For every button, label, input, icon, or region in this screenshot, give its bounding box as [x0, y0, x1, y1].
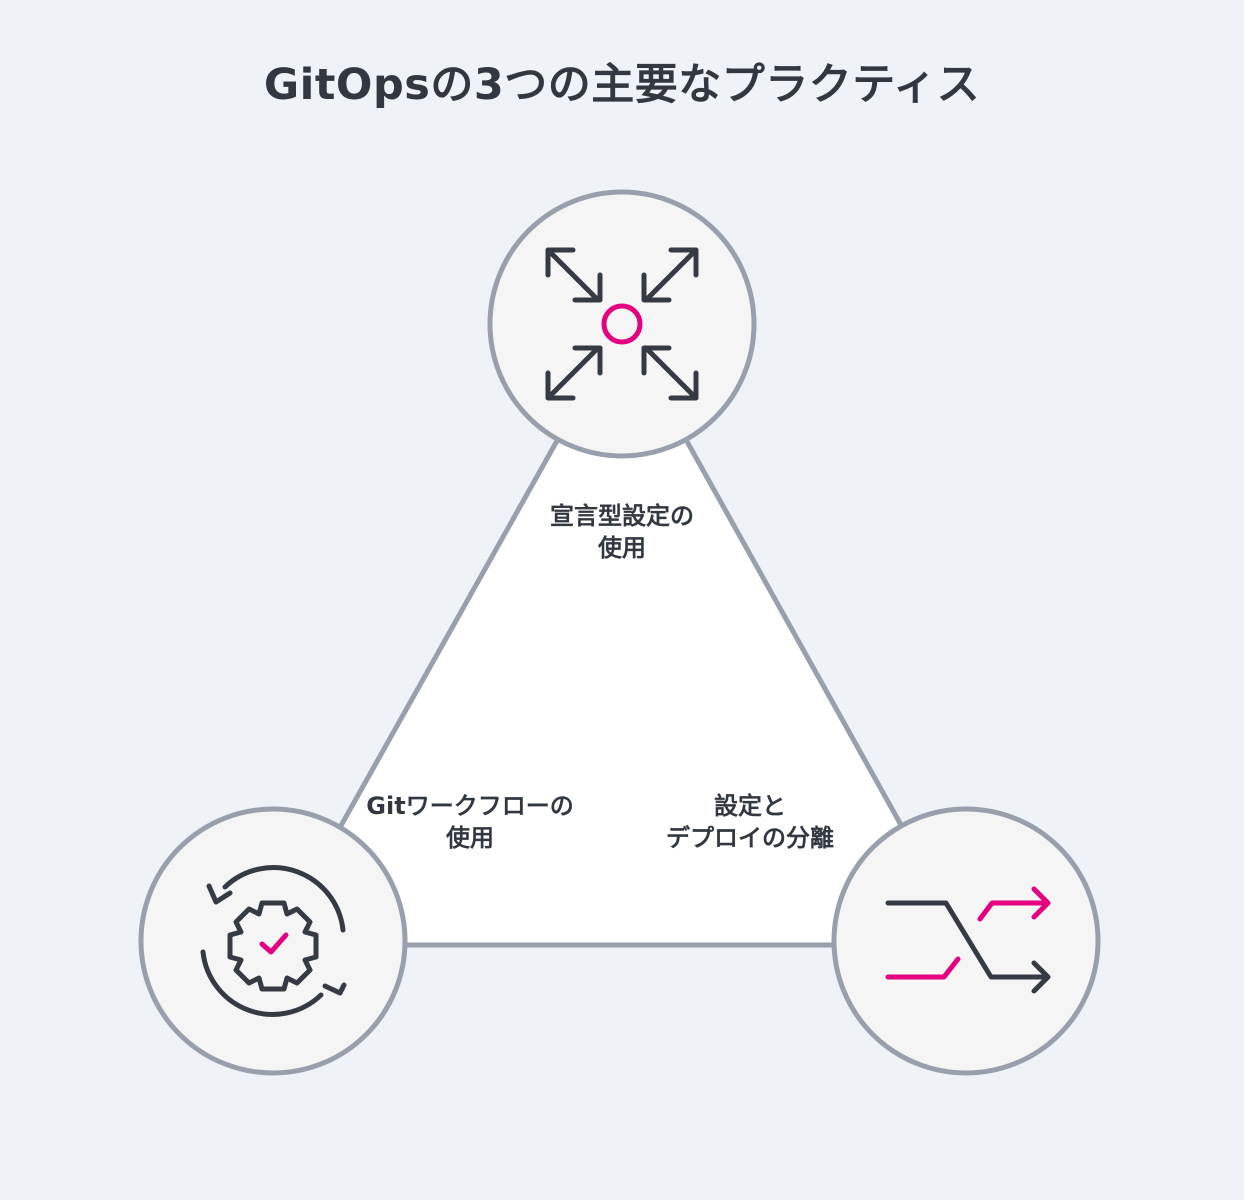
node-top-label: 宣言型設定の 使用 — [522, 500, 722, 564]
node-bottom-right — [831, 806, 1101, 1076]
check-mark — [259, 932, 289, 955]
node-bottom-left-label: Gitワークフローの 使用 — [340, 790, 600, 854]
node-bottom-left-label-line-1: Gitワークフローの — [366, 792, 574, 820]
diagram-title: GitOpsの3つの主要なプラクティス — [263, 60, 981, 110]
center-ring — [601, 303, 643, 345]
node-top-label-line-2: 使用 — [598, 534, 646, 562]
node-bottom-left — [138, 806, 408, 1076]
node-bottom-right-circle — [831, 806, 1101, 1076]
node-bottom-right-label-line-2: デプロイの分離 — [666, 824, 834, 852]
node-bottom-right-label: 設定と デプロイの分離 — [640, 790, 860, 854]
node-bottom-left-circle — [138, 806, 408, 1076]
expand-arrows-icon — [545, 247, 699, 401]
node-top-label-line-1: 宣言型設定の — [550, 502, 694, 530]
shuffle-arrows-icon — [885, 886, 1051, 994]
node-top-circle — [487, 189, 757, 459]
node-top — [487, 189, 757, 459]
triangle-shape — [271, 322, 971, 948]
node-bottom-right-label-line-1: 設定と — [714, 792, 786, 820]
refresh-gear-check-icon — [200, 865, 347, 1017]
node-bottom-left-label-line-2: 使用 — [446, 824, 494, 852]
